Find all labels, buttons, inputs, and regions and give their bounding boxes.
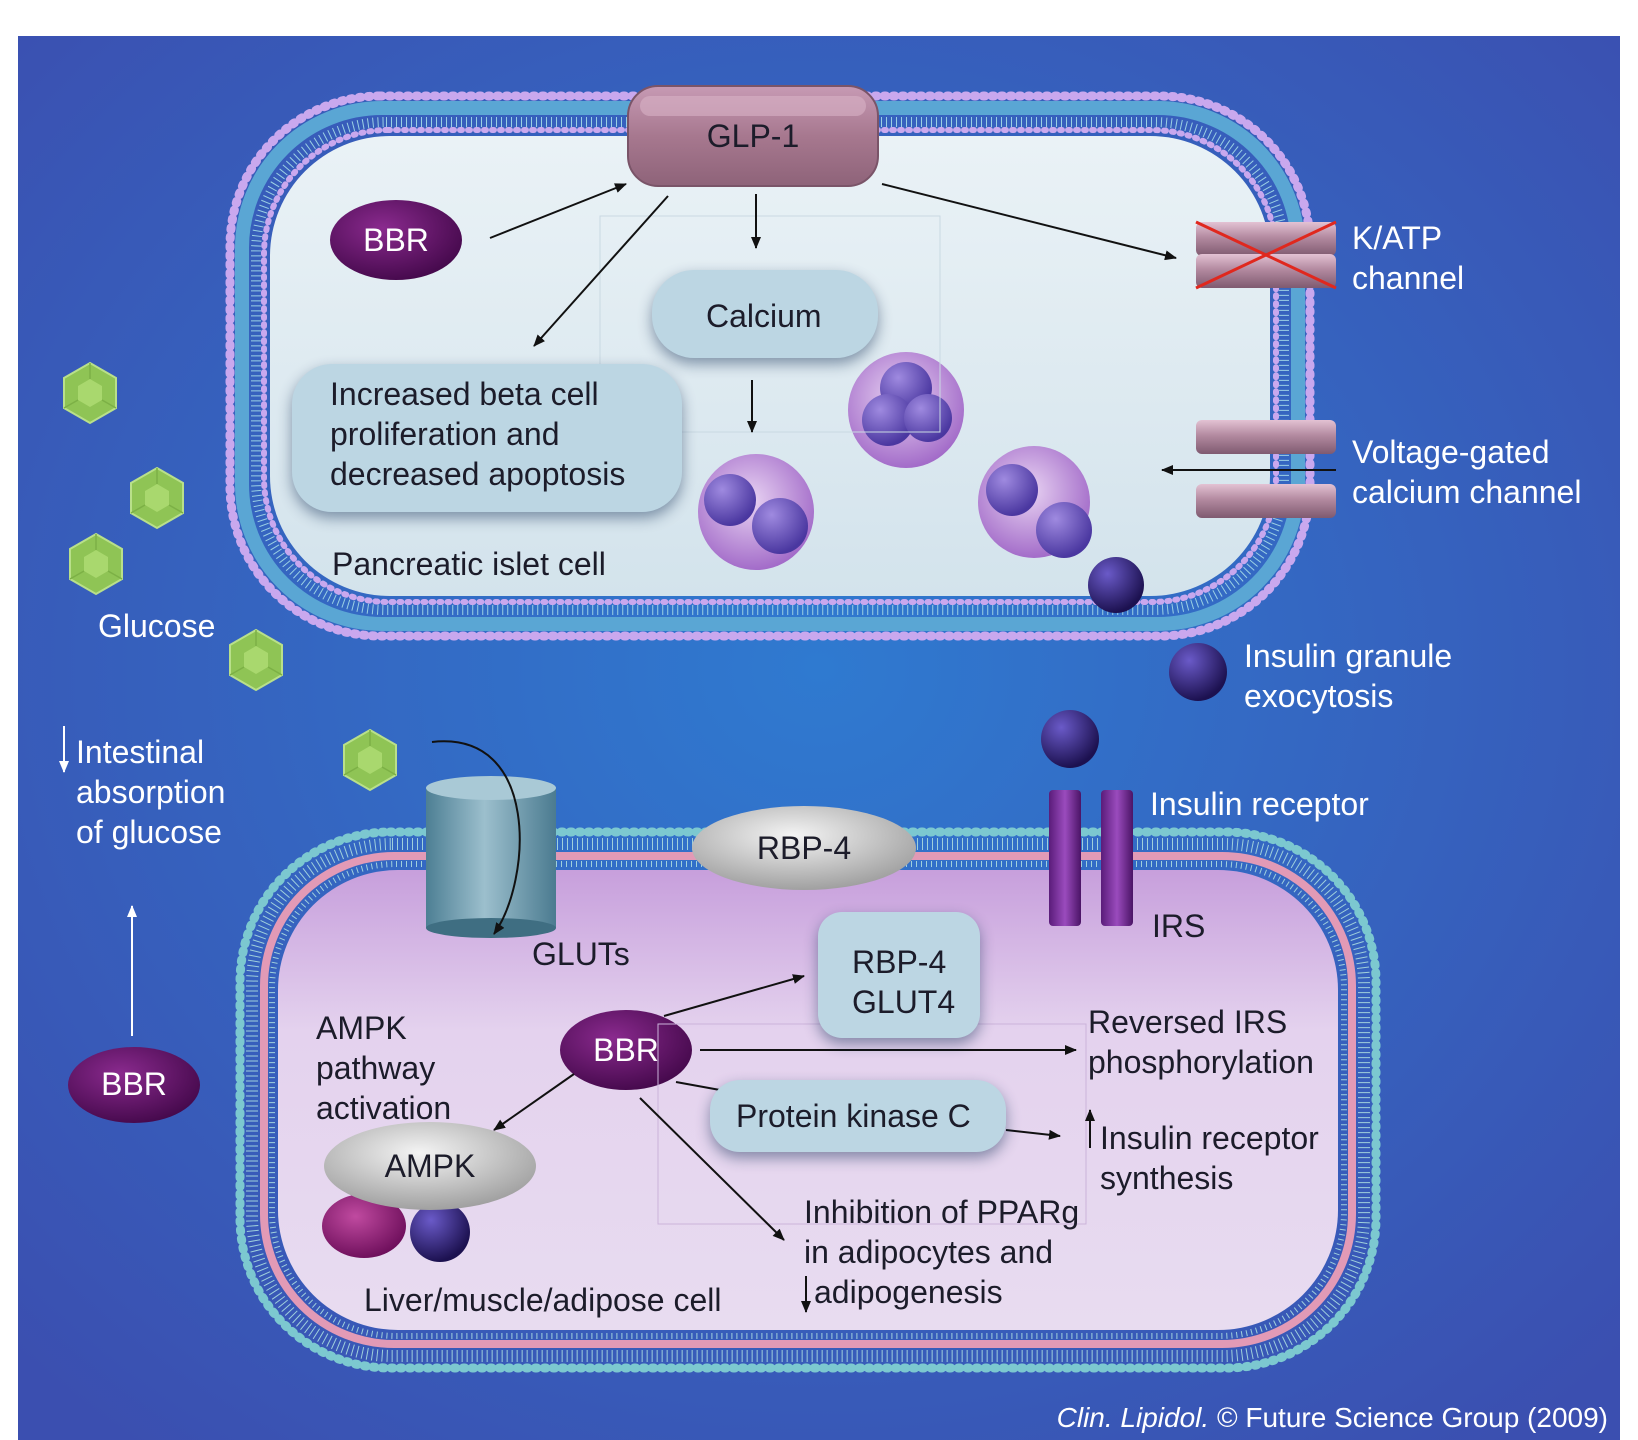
ampk-complex-icon (322, 1122, 536, 1262)
irs-label: IRS (1152, 908, 1206, 944)
pparg-label-1: Inhibition of PPARg (804, 1194, 1080, 1230)
insulin-exocytosis-label-1: Insulin granule (1244, 638, 1453, 674)
insulin-vesicle-icon (978, 446, 1092, 558)
intestinal-label-1: Intestinal (76, 734, 205, 770)
bbr-left-icon (68, 1047, 200, 1123)
bbr-inner-icon (560, 1010, 692, 1090)
bbr-left-label: BBR (101, 1066, 167, 1102)
bbr-inner-label: BBR (593, 1032, 659, 1068)
pkc-box (710, 1080, 1006, 1152)
insulin-vesicle-icon (698, 454, 814, 570)
bbr-top-icon (330, 200, 462, 280)
beta-cell-line-1: Increased beta cell (330, 376, 599, 412)
beta-cell-line-3: decreased apoptosis (330, 456, 626, 492)
ampk-activation-label-3: activation (316, 1090, 452, 1126)
calcium-label: Calcium (706, 298, 822, 334)
insulin-granule-icon (1041, 710, 1099, 768)
beta-cell-line-2: proliferation and (330, 416, 560, 452)
bbr-top-label: BBR (363, 222, 429, 258)
rbp4-glut4-box (818, 912, 980, 1038)
insulin-receptor-icon (1049, 790, 1133, 926)
insulin-vesicle-icon (848, 352, 964, 468)
ampk-activation-label-1: AMPK (316, 1010, 407, 1046)
footer-credit: Clin. Lipidol. © Future Science Group (2… (1057, 1402, 1608, 1434)
katp-label-2: channel (1352, 260, 1465, 296)
pkc-label: Protein kinase C (736, 1098, 971, 1134)
rbp4-inner-label: RBP-4 (852, 944, 947, 980)
pancreatic-cell-label: Pancreatic islet cell (332, 546, 606, 582)
pparg-label-2: in adipocytes and (804, 1234, 1054, 1270)
gluts-label: GLUTs (532, 936, 630, 972)
ampk-label: AMPK (384, 1148, 476, 1184)
beta-cell-box (292, 364, 682, 512)
glp1-label: GLP-1 (706, 118, 800, 154)
insulin-receptor-synthesis-label-2: synthesis (1100, 1160, 1234, 1196)
katp-label-1: K/ATP (1352, 220, 1443, 256)
insulin-granule-icon (1169, 643, 1227, 701)
insulin-receptor-synthesis-label-1: Insulin receptor (1100, 1120, 1319, 1156)
voltage-gated-label-2: calcium channel (1352, 474, 1582, 510)
footer-journal: Clin. Lipidol. (1056, 1402, 1210, 1433)
intestinal-label-3: of glucose (76, 814, 222, 850)
rbp4-membrane-label: RBP-4 (756, 830, 852, 866)
katp-channel (1195, 220, 1337, 290)
rbp4-membrane-icon (692, 806, 916, 890)
glucose-label: Glucose (98, 608, 216, 644)
reversed-irs-label-1: Reversed IRS (1088, 1004, 1288, 1040)
liver-cell-label: Liver/muscle/adipose cell (364, 1282, 722, 1318)
glut-transporter (426, 776, 556, 938)
insulin-exocytosis-label-2: exocytosis (1244, 678, 1394, 714)
glut4-label: GLUT4 (852, 984, 956, 1020)
indicator-arrows-white (59, 726, 137, 1036)
insulin-receptor-label: Insulin receptor (1150, 786, 1369, 822)
calcium-box (652, 270, 878, 358)
voltage-gated-label-1: Voltage-gated (1352, 434, 1550, 470)
voltage-gated-calcium-channel (1196, 420, 1336, 518)
pparg-label-3: adipogenesis (814, 1274, 1003, 1310)
insulin-granule-icon (1088, 557, 1144, 613)
glucose-transport-arrow (431, 740, 521, 935)
arrows (489, 183, 1336, 1241)
footer-copyright: © Future Science Group (2009) (1216, 1402, 1608, 1433)
reversed-irs-label-2: phosphorylation (1088, 1044, 1314, 1080)
intestinal-label-2: absorption (76, 774, 226, 810)
ampk-activation-label-2: pathway (316, 1050, 436, 1086)
